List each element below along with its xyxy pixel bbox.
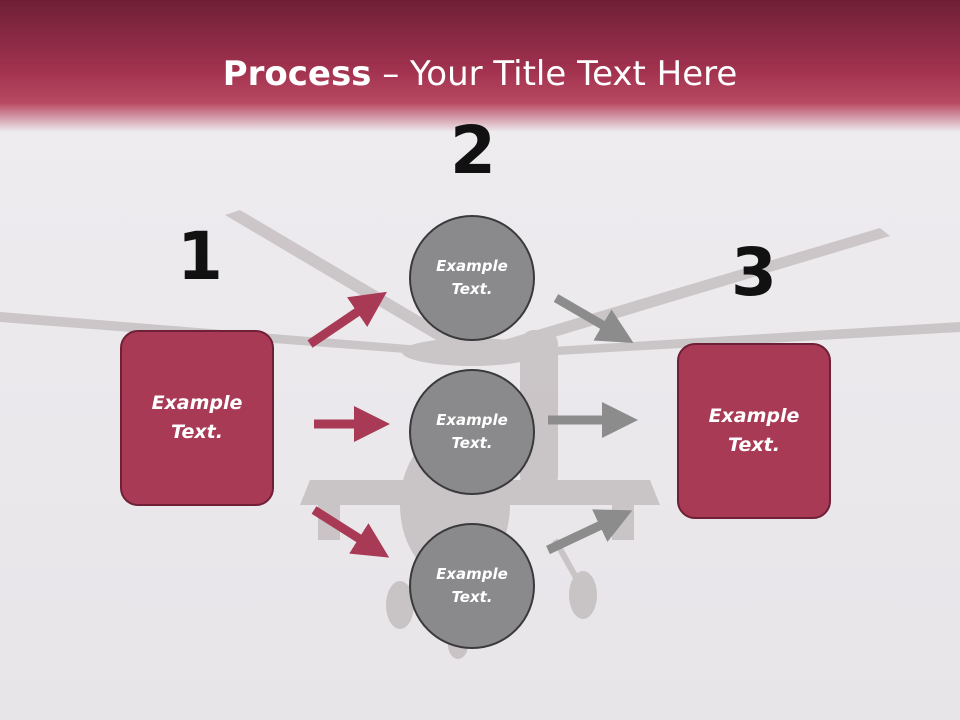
- step-2-circle-bottom: Example Text.: [409, 523, 535, 649]
- arrow-red-up: [307, 291, 387, 348]
- slide-title: Process – Your Title Text Here: [0, 52, 960, 96]
- step-2-circle-top: Example Text.: [409, 215, 535, 341]
- arrow-gray-down: [553, 294, 634, 344]
- step-number-1: 1: [177, 218, 223, 295]
- circle-middle-text: Example Text.: [436, 411, 508, 452]
- step-number-3: 3: [731, 234, 777, 311]
- arrow-red-down: [311, 506, 390, 558]
- step-1-box: Example Text.: [120, 330, 274, 506]
- step-3-box: Example Text.: [677, 343, 831, 519]
- circle-bottom-text: Example Text.: [436, 565, 508, 606]
- header-band: [0, 0, 960, 132]
- title-bold: Process: [222, 54, 372, 94]
- arrow-gray-up: [546, 509, 633, 555]
- circle-top-text: Example Text.: [436, 257, 508, 298]
- step-3-text: Example Text.: [708, 405, 800, 456]
- step-number-2: 2: [450, 112, 496, 189]
- step-2-circle-middle: Example Text.: [409, 369, 535, 495]
- title-rest: – Your Title Text Here: [371, 54, 738, 94]
- step-1-text: Example Text.: [151, 392, 243, 443]
